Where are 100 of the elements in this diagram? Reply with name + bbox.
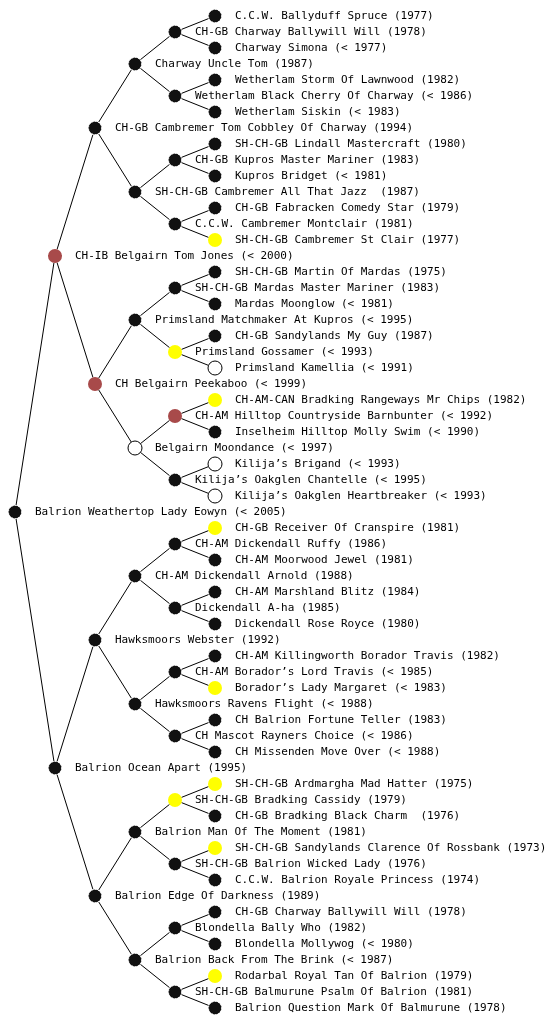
pedigree-name-label: Charway Simona (< 1977) [235,41,388,55]
pedigree-name-label: Balrion Ocean Apart (1995) [75,761,248,775]
connector-line [56,774,94,890]
pedigree-name-label: Balrion Edge Of Darkness (1989) [115,889,321,903]
connector-line [56,262,94,378]
pedigree-name-label: SH-CH-GB Lindall Mastercraft (1980) [235,137,467,151]
connector-line [98,645,132,699]
connector-line [139,931,171,957]
connector-line [181,850,209,862]
connector-line [181,738,209,750]
pedigree-name-label: Kupros Bridget (< 1981) [235,169,388,183]
pedigree-name-label: Wetherlam Storm Of Lawnwood (1982) [235,73,461,87]
pedigree-name-label: CH Balrion Fortune Teller (1983) [235,713,447,727]
pedigree-name-label: CH-AM Hilltop Countryside Barnbunter (< 1992) [195,409,493,423]
pedigree-name-label: C.C.W. Cambremer Montclair (1981) [195,217,414,231]
connector-line [181,146,209,158]
connector-line [181,162,209,174]
pedigree-name-label: Blondella Bally Who (1982) [195,921,368,935]
connector-line [181,930,209,942]
pedigree-name-label: CH-AM Moorwood Jewel (1981) [235,553,414,567]
connector-line [56,646,94,762]
connector-line [181,866,209,878]
connector-line [139,451,171,477]
pedigree-name-label: CH-AM Borador’s Lord Travis (< 1985) [195,665,434,679]
pedigree-name-label: SH-CH-GB Cambremer St Clair (1977) [235,233,461,247]
pedigree-name-label: C.C.W. Balrion Royale Princess (1974) [235,873,481,887]
pedigree-name-label: Mardas Moonglow (< 1981) [235,297,394,311]
pedigree-name-label: C.C.W. Ballyduff Spruce (1977) [235,9,434,23]
pedigree-name-label: Charway Uncle Tom (1987) [155,57,314,71]
connector-line [181,290,209,302]
pedigree-name-label: Hawksmoors Webster (1992) [115,633,281,647]
connector-line [181,338,209,350]
pedigree-name-label: Primsland Gossamer (< 1993) [195,345,374,359]
pedigree-name-label: Kilija’s Oakglen Chantelle (< 1995) [195,473,427,487]
connector-line [181,210,209,222]
connector-line [181,994,209,1006]
connector-line [181,482,209,494]
pedigree-name-label: CH-AM Killingworth Borador Travis (1982) [235,649,500,663]
pedigree-name-label: Balrion Man Of The Moment (1981) [155,825,367,839]
connector-line [139,675,171,701]
pedigree-name-label: Primsland Matchmaker At Kupros (< 1995) [155,313,414,327]
pedigree-name-label: Wetherlam Black Cherry Of Charway (< 1986) [195,89,474,103]
pedigree-name-label: Hawksmoors Ravens Flight (< 1988) [155,697,374,711]
pedigree-name-label: CH Missenden Move Over (< 1988) [235,745,441,759]
pedigree-name-label: SH-CH-GB Ardmargha Mad Hatter (1975) [235,777,474,791]
connector-line [181,786,209,798]
connector-line [98,69,132,123]
connector-line [139,35,171,61]
connector-line [181,658,209,670]
pedigree-name-label: SH-CH-GB Cambremer All That Jazz (1987) [155,185,420,199]
pedigree-name-label: CH-GB Charway Ballywill Will (1978) [235,905,467,919]
connector-line [181,610,209,622]
pedigree-name-label: CH-GB Cambremer Tom Cobbley Of Charway (1994) [115,121,413,135]
connector-line [139,195,171,221]
pedigree-name-label: CH-AM Dickendall Arnold (1988) [155,569,354,583]
connector-line [181,546,209,558]
connector-line [139,835,171,861]
connector-line [139,291,171,317]
pedigree-name-label: CH-GB Kupros Master Mariner (1983) [195,153,421,167]
pedigree-name-label: CH-GB Bradking Black Charm (1976) [235,809,461,823]
connector-line [181,722,209,734]
connector-line [181,530,209,542]
pedigree-name-label: Dickendall A-ha (1985) [195,601,341,615]
connector-line [139,323,171,349]
pedigree-name-label: Blondella Mollywog (< 1980) [235,937,414,951]
connector-line [139,579,171,605]
pedigree-name-label: Balrion Question Mark Of Balmurune (1978) [235,1001,507,1015]
pedigree-name-label: Primsland Kamellia (< 1991) [235,361,414,375]
connector-line [181,82,209,94]
connector-line [139,163,171,189]
pedigree-name-label: Wetherlam Siskin (< 1983) [235,105,401,119]
connector-line [181,354,209,366]
pedigree-name-label: Kilija’s Oakglen Heartbreaker (< 1993) [235,489,487,503]
connector-line [98,133,132,187]
connector-line [139,707,171,733]
connector-line [181,34,209,46]
connector-line [181,914,209,926]
pedigree-name-label: SH-CH-GB Martin Of Mardas (1975) [235,265,447,279]
connector-line [181,978,209,990]
connector-line [139,67,171,93]
connector-line [98,389,132,443]
connector-line [181,18,209,30]
connector-line [139,963,171,989]
pedigree-name-label: SH-CH-GB Balmurune Psalm Of Balrion (1981) [195,985,474,999]
pedigree-name-label: Kilija’s Brigand (< 1993) [235,457,401,471]
connector-line [139,419,171,445]
pedigree-name-label: Belgairn Moondance (< 1997) [155,441,334,455]
connector-line [139,547,171,573]
connector-line [56,134,94,250]
connector-line [139,803,171,829]
pedigree-name-label: Balrion Weathertop Lady Eowyn (< 2005) [35,505,287,519]
connector-line [181,402,209,414]
pedigree-name-label: CH-GB Receiver Of Cranspire (1981) [235,521,461,535]
pedigree-name-label: CH-AM Marshland Blitz (1984) [235,585,421,599]
pedigree-name-label: CH-AM Dickendall Ruffy (1986) [195,537,388,551]
connector-line [181,594,209,606]
pedigree-name-label: Rodarbal Royal Tan Of Balrion (1979) [235,969,474,983]
pedigree-name-label: SH-CH-GB Bradking Cassidy (1979) [195,793,407,807]
pedigree-name-label: CH Mascot Rayners Choice (< 1986) [195,729,414,743]
connector-line [181,802,209,814]
